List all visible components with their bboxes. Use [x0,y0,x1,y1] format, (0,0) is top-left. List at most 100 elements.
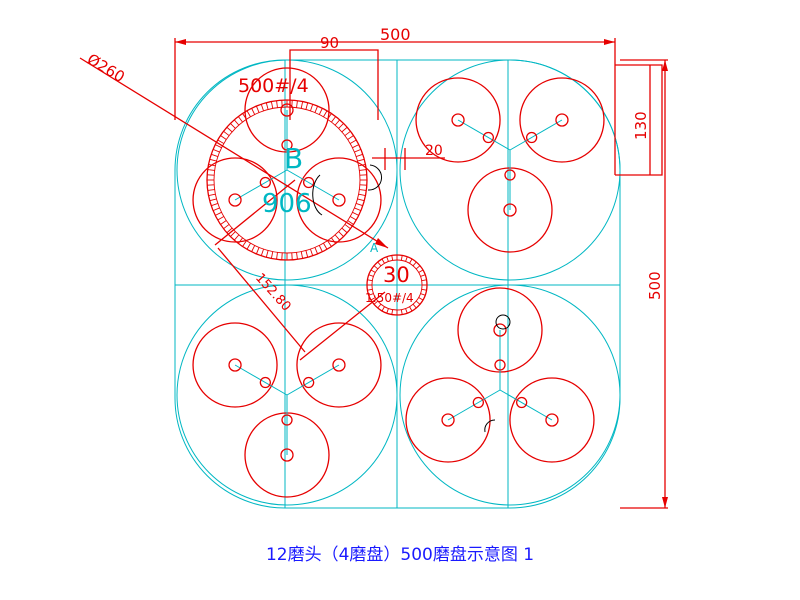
label-b: B [284,142,303,175]
gear-tooth [230,123,236,129]
dim-20: 20 [425,143,443,159]
gear-tooth [415,300,421,305]
gear-small-number: 30 [383,263,410,287]
gear-tooth [207,169,215,171]
hole [494,359,506,371]
gear-tooth [370,297,376,301]
gear-tooth [405,256,408,262]
gear-tooth [358,163,366,167]
dim-500-top: 500 [380,25,411,44]
gear-tooth [381,258,385,264]
gear-tooth [208,163,216,167]
gear-tooth [334,119,341,126]
gear-tooth [354,148,362,153]
gear-tooth [355,203,363,207]
gear-tooth [314,105,319,113]
hole [303,176,315,189]
gear-tooth [373,300,379,305]
gear-tooth [323,110,328,118]
gear-tooth [305,102,309,110]
gear-tooth [220,220,227,225]
large-gear [206,99,368,261]
dim-500-right: 500 [646,271,664,300]
label-a: A [370,241,379,255]
gear-tooth [300,101,304,109]
dimension-lines [79,38,668,509]
hole [228,358,242,372]
gear-tooth [409,258,413,264]
gear-tooth [211,203,219,207]
gear-tooth [251,245,256,252]
gear-tooth [242,240,247,247]
gear-tooth [208,193,216,197]
hole [259,376,271,389]
gear-tooth [359,189,367,191]
hole [259,176,271,189]
gear-tooth [270,101,274,109]
gear-tooth [265,102,269,110]
gear-small-text: 1:50#/4 [365,291,414,305]
gear-tooth [255,105,260,113]
gear-tooth [400,255,403,261]
gear-tooth [327,113,332,120]
gear-tooth [377,303,382,309]
hole [332,193,346,207]
gear-tooth [334,234,341,241]
lobe [296,157,382,243]
gear-tooth [420,293,426,296]
hole [504,169,516,181]
gear-tooth [226,126,233,133]
gear-tooth [344,130,351,136]
gear-tooth [209,158,217,162]
hole [545,413,559,427]
grinding-lobes [192,67,605,498]
small-gear [366,254,428,316]
hole [281,139,293,151]
gear-tooth [230,231,236,237]
gear-tooth [211,153,219,157]
gear-tooth [355,153,363,157]
label-906: 906 [262,189,312,219]
hole [281,414,293,426]
hole [482,131,494,144]
gear-tooth [377,261,382,267]
gear-tooth [305,250,309,258]
gear-tooth [359,169,367,171]
gear-tooth [300,251,304,259]
gear-tooth [251,108,256,115]
gear-tooth [327,240,332,247]
gear-tooth [367,288,373,291]
hole [228,193,242,207]
lobe [192,157,278,243]
gear-tooth [341,126,348,133]
hole [555,113,569,127]
gear-tooth [381,306,385,312]
gear-tooth [212,148,220,153]
gear-tooth [373,265,379,270]
gear-tooth [418,269,424,273]
gear-tooth [276,252,278,260]
gear-tooth [226,227,233,234]
gear-tooth [338,123,344,129]
lobe [296,322,382,408]
hole [303,376,315,389]
gear-tooth [347,220,354,225]
gear-tooth [421,288,427,291]
gear-tooth [344,224,351,230]
gear-tooth [349,139,357,144]
gear-tooth [223,130,230,136]
gear-tooth [296,100,298,108]
gear-tooth [242,113,247,120]
lobe [509,377,595,463]
gear-tooth [357,158,365,162]
lobe [519,77,605,163]
dim-152-80: 152.80 [252,271,294,315]
gear-tooth [237,116,243,123]
gear-tooth [357,198,365,202]
gear-tooth [412,261,417,267]
gear-tooth [318,245,323,252]
gear-tooth [405,308,408,314]
gear-tooth [418,297,424,301]
gear-tooth [220,135,227,140]
